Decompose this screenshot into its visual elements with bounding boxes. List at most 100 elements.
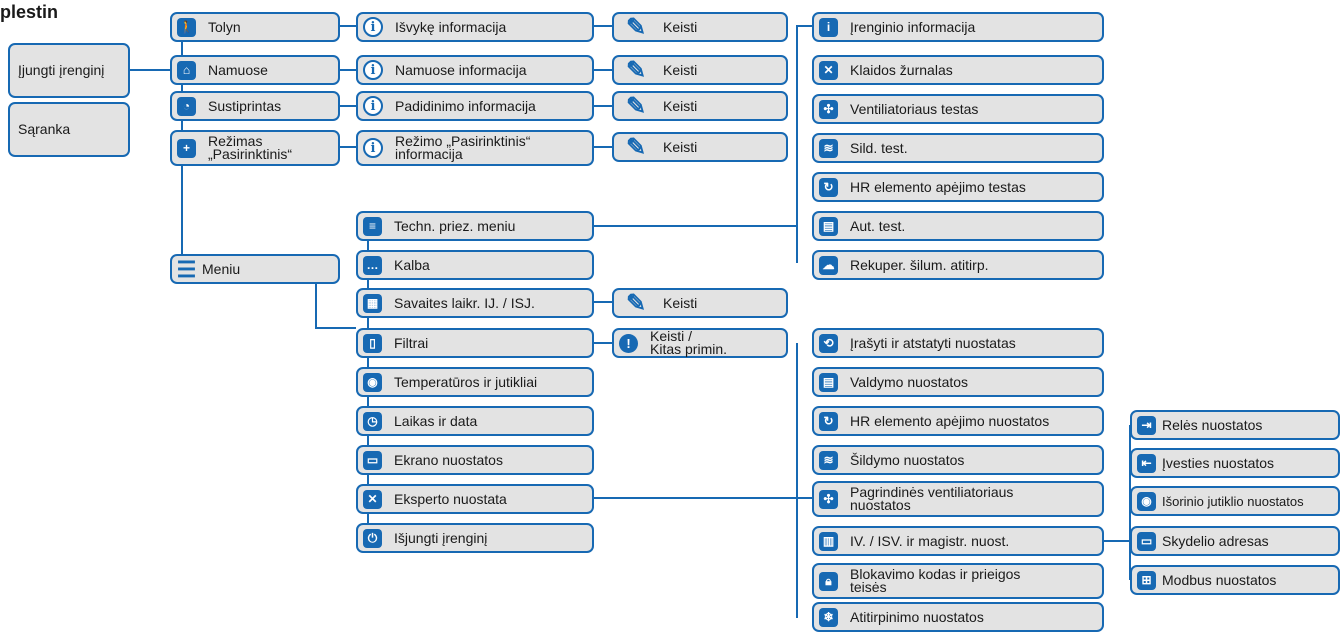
save-restore-icon: ⟲: [819, 333, 838, 353]
relay-icon: ⇥: [1137, 415, 1156, 435]
tools-icon: ✕: [363, 489, 382, 509]
info-icon: i: [363, 60, 383, 80]
service-defrost[interactable]: ☁ Rekuper. šilum. atitirp.: [812, 250, 1104, 280]
network-icon: ⊞: [1137, 570, 1156, 590]
service-list-icon: ≡: [363, 216, 382, 236]
boost-info-label: Padidinimo informacija: [395, 97, 536, 114]
fan-icon: ✣: [819, 99, 838, 119]
expert-defrost-settings[interactable]: ❄ Atitirpinimo nuostatos: [812, 602, 1104, 632]
menu-item-language[interactable]: … Kalba: [356, 250, 594, 280]
service-item-label: Ventiliatoriaus testas: [850, 100, 979, 117]
filters-change-button[interactable]: ! Keisti / Kitas primin.: [612, 328, 788, 358]
expert-item-label: HR elemento apėjimo nuostatos: [850, 412, 1050, 429]
info-icon: i: [363, 96, 383, 116]
away-info-button[interactable]: i Išvykę informacija: [356, 12, 594, 42]
custom-info-button[interactable]: i Režimo „Pasirinktinis“ informacija: [356, 130, 594, 166]
home-info-button[interactable]: i Namuose informacija: [356, 55, 594, 85]
menu-item-label: Kalba: [394, 256, 430, 273]
power-icon: ⏻: [363, 528, 382, 548]
service-item-label: HR elemento apėjimo testas: [850, 178, 1026, 195]
boost-info-button[interactable]: i Padidinimo informacija: [356, 91, 594, 121]
service-item-label: Klaidos žurnalas: [850, 61, 953, 78]
home-edit-button[interactable]: ✎ Keisti: [612, 55, 788, 85]
menu-item-expert[interactable]: ✕ Eksperto nuostata: [356, 484, 594, 514]
io-item-label: Įvesties nuostatos: [1162, 454, 1275, 471]
diagram-title: plestin: [0, 2, 59, 22]
expert-item-label: Pagrindinės ventiliatoriaus nuostatos: [850, 484, 1014, 513]
menu-item-label: Ekrano nuostatos: [394, 451, 503, 468]
menu-item-label: Savaites laikr. IJ. / ISJ.: [394, 294, 535, 311]
control-settings-icon: ▤: [819, 372, 838, 392]
custom-edit-label: Keisti: [663, 138, 698, 155]
sensor-icon: ◉: [1137, 491, 1156, 511]
expert-fan-settings[interactable]: ✣ Pagrindinės ventiliatoriaus nuostatos: [812, 481, 1104, 517]
menu-item-temperatures[interactable]: ◉ Temperatūros ir jutikliai: [356, 367, 594, 397]
io-external-sensor[interactable]: ◉ Išorinio jutiklio nuostatos: [1130, 486, 1340, 516]
menu-item-display[interactable]: ▭ Ekrano nuostatos: [356, 445, 594, 475]
menu-item-label: Eksperto nuostata: [394, 490, 507, 507]
mode-away-button[interactable]: 🚶 Tolyn: [170, 12, 340, 42]
custom-edit-button[interactable]: ✎ Keisti: [612, 132, 788, 162]
pencil-icon: ✎: [625, 133, 647, 161]
menu-item-schedule[interactable]: ▦ Savaites laikr. IJ. / ISJ.: [356, 288, 594, 318]
boost-edit-label: Keisti: [663, 97, 698, 114]
service-item-label: Rekuper. šilum. atitirp.: [850, 256, 989, 273]
service-bypass-test[interactable]: ↻ HR elemento apėjimo testas: [812, 172, 1104, 202]
io-item-label: Relės nuostatos: [1162, 416, 1263, 433]
fan-icon: ✣: [819, 489, 838, 509]
mode-boost-button[interactable]: ◔ Sustiprintas: [170, 91, 340, 121]
menu-item-label: Filtrai: [394, 334, 429, 351]
mode-custom-button[interactable]: + Režimas „Pasirinktinis“: [170, 130, 340, 166]
menu-item-power-off[interactable]: ⏻ Išjungti įrenginį: [356, 523, 594, 553]
alert-icon: !: [619, 333, 638, 353]
boost-edit-button[interactable]: ✎ Keisti: [612, 91, 788, 121]
info-icon: i: [363, 17, 383, 37]
io-input-settings[interactable]: ⇤ Įvesties nuostatos: [1130, 448, 1340, 478]
mode-home-label: Namuose: [208, 61, 268, 78]
expert-control-settings[interactable]: ▤ Valdymo nuostatos: [812, 367, 1104, 397]
mode-away-label: Tolyn: [208, 18, 241, 35]
expert-io-bus-settings[interactable]: ▥ IV. / ISV. ir magistr. nuost.: [812, 526, 1104, 556]
io-bus-icon: ▥: [819, 531, 838, 551]
pencil-icon: ✎: [625, 56, 647, 84]
panel-icon: ▭: [1137, 531, 1156, 551]
service-auto-test[interactable]: ▤ Aut. test.: [812, 211, 1104, 241]
menu-button[interactable]: ☰ Meniu: [170, 254, 340, 284]
walking-person-icon: 🚶: [177, 17, 196, 37]
mode-boost-label: Sustiprintas: [208, 97, 282, 114]
service-device-info[interactable]: i Įrenginio informacija: [812, 12, 1104, 42]
home-plus-icon: +: [177, 138, 196, 158]
sensor-icon: ◉: [363, 372, 382, 392]
expert-heating-settings[interactable]: ≋ Šildymo nuostatos: [812, 445, 1104, 475]
menu-item-time-date[interactable]: ◷ Laikas ir data: [356, 406, 594, 436]
hamburger-icon: ☰: [176, 256, 197, 282]
service-error-log[interactable]: ✕ Klaidos žurnalas: [812, 55, 1104, 85]
expert-save-restore[interactable]: ⟲ Įrašyti ir atstatyti nuostatas: [812, 328, 1104, 358]
turn-on-device-button[interactable]: Įjungti įrenginį: [8, 43, 130, 98]
menu-item-service[interactable]: ≡ Techn. priez. meniu: [356, 211, 594, 241]
defrost-icon: ❄: [819, 607, 838, 627]
mode-home-button[interactable]: ⌂ Namuose: [170, 55, 340, 85]
service-fan-test[interactable]: ✣ Ventiliatoriaus testas: [812, 94, 1104, 124]
defrost-icon: ☁: [819, 255, 838, 275]
io-modbus-settings[interactable]: ⊞ Modbus nuostatos: [1130, 565, 1340, 595]
heater-icon: ≋: [819, 138, 838, 158]
expert-bypass-settings[interactable]: ↻ HR elemento apėjimo nuostatos: [812, 406, 1104, 436]
pencil-icon: ✎: [625, 92, 647, 120]
away-edit-button[interactable]: ✎ Keisti: [612, 12, 788, 42]
service-heating-test[interactable]: ≋ Sild. test.: [812, 133, 1104, 163]
away-info-label: Išvykę informacija: [395, 18, 507, 35]
tools-icon: ✕: [819, 60, 838, 80]
io-relay-settings[interactable]: ⇥ Relės nuostatos: [1130, 410, 1340, 440]
io-item-label: Modbus nuostatos: [1162, 571, 1277, 588]
setup-button[interactable]: Sąranka: [8, 102, 130, 157]
pencil-icon: ✎: [625, 13, 647, 41]
info-icon: i: [819, 17, 838, 37]
expert-lock-code[interactable]: 🔒︎ Blokavimo kodas ir prieigos teisės: [812, 563, 1104, 599]
io-panel-address[interactable]: ▭ Skydelio adresas: [1130, 526, 1340, 556]
chat-bubble-icon: …: [363, 255, 382, 275]
schedule-edit-button[interactable]: ✎ Keisti: [612, 288, 788, 318]
io-item-label: Išorinio jutiklio nuostatos: [1162, 493, 1304, 509]
menu-item-label: Laikas ir data: [394, 412, 478, 429]
menu-item-filters[interactable]: ▯ Filtrai: [356, 328, 594, 358]
